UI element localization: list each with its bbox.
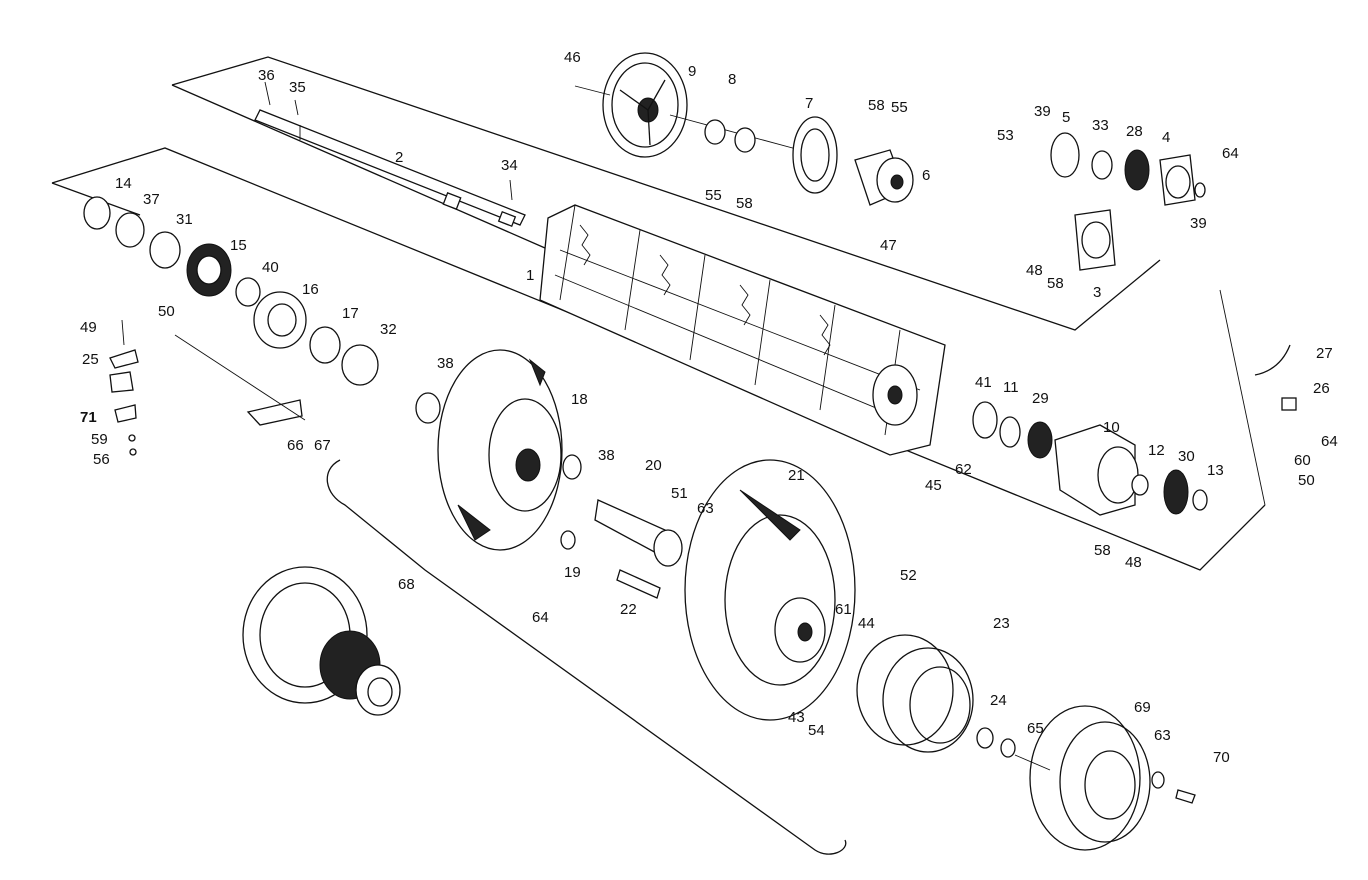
callout-48b: 48	[1125, 554, 1142, 571]
callout-4: 4	[1162, 129, 1170, 146]
callout-47: 47	[880, 237, 897, 254]
callout-58d: 58	[1094, 542, 1111, 559]
small-fasteners	[976, 727, 1196, 804]
callout-46: 46	[564, 49, 581, 66]
callout-28: 28	[1126, 123, 1143, 140]
callout-55b: 55	[705, 187, 722, 204]
right-bearing-group	[1050, 132, 1206, 271]
callout-54: 54	[808, 722, 825, 739]
left-bearing-stack	[83, 196, 441, 424]
callout-19: 19	[564, 564, 581, 581]
callout-20: 20	[645, 457, 662, 474]
callout-16: 16	[302, 281, 319, 298]
callout-14: 14	[115, 175, 132, 192]
callout-36: 36	[258, 67, 275, 84]
callout-11: 11	[1003, 379, 1019, 396]
beater-drum	[539, 204, 946, 456]
callout-56: 56	[93, 451, 110, 468]
callout-44: 44	[858, 615, 875, 632]
callout-1: 1	[526, 267, 534, 284]
pulley-23	[856, 634, 974, 753]
callout-7: 7	[805, 95, 813, 112]
callout-30: 30	[1178, 448, 1195, 465]
callout-34: 34	[501, 157, 518, 174]
callout-labels: 1 2 3 4 5 6 7 8 9 10 11 12 13 14 15 16 1…	[80, 49, 1338, 766]
callout-9: 9	[688, 63, 696, 80]
callout-6: 6	[922, 167, 930, 184]
brackets-left	[109, 319, 306, 456]
callout-5: 5	[1062, 109, 1070, 126]
parts-8-7-6	[704, 116, 914, 206]
callout-12: 12	[1148, 442, 1165, 459]
disc-21	[684, 459, 856, 721]
callout-27: 27	[1316, 345, 1333, 362]
callout-48a: 48	[1026, 262, 1043, 279]
callout-24: 24	[990, 692, 1007, 709]
callout-38a: 38	[437, 355, 454, 372]
callout-50a: 50	[158, 303, 175, 320]
callout-43: 43	[788, 709, 805, 726]
callout-17: 17	[342, 305, 359, 322]
right-housing-group	[972, 344, 1297, 516]
callout-58a: 58	[868, 97, 885, 114]
callout-64c: 64	[532, 609, 549, 626]
callout-26: 26	[1313, 380, 1330, 397]
callout-53: 53	[997, 127, 1014, 144]
callout-66: 66	[287, 437, 304, 454]
callout-62: 62	[955, 461, 972, 478]
callout-2: 2	[395, 149, 403, 166]
main-shaft	[254, 81, 526, 228]
callout-67: 67	[314, 437, 331, 454]
callout-64b: 64	[1321, 433, 1338, 450]
callout-37: 37	[143, 191, 160, 208]
callout-58b: 58	[736, 195, 753, 212]
callout-60: 60	[1294, 452, 1311, 469]
callout-40: 40	[262, 259, 279, 276]
callout-58c: 58	[1047, 275, 1064, 292]
callout-22: 22	[620, 601, 637, 618]
callout-35: 35	[289, 79, 306, 96]
callout-65: 65	[1027, 720, 1044, 737]
callout-18: 18	[571, 391, 588, 408]
pulley-9	[574, 52, 801, 158]
callout-63b: 63	[1154, 727, 1171, 744]
callout-31: 31	[176, 211, 193, 228]
callout-32: 32	[380, 321, 397, 338]
shaft-20	[560, 454, 683, 599]
callout-15: 15	[230, 237, 247, 254]
callout-8: 8	[728, 71, 736, 88]
callout-55a: 55	[891, 99, 908, 116]
callout-33: 33	[1092, 117, 1109, 134]
callout-61: 61	[835, 601, 852, 618]
callout-69: 69	[1134, 699, 1151, 716]
callout-63a: 63	[697, 500, 714, 517]
callout-70: 70	[1213, 749, 1230, 766]
callout-13: 13	[1207, 462, 1224, 479]
callout-23: 23	[993, 615, 1010, 632]
callout-29: 29	[1032, 390, 1049, 407]
callout-39a: 39	[1034, 103, 1051, 120]
callout-3: 3	[1093, 284, 1101, 301]
callout-25: 25	[82, 351, 99, 368]
callout-50b: 50	[1298, 472, 1315, 489]
callout-39b: 39	[1190, 215, 1207, 232]
pulley-69	[1029, 705, 1151, 851]
callout-45: 45	[925, 477, 942, 494]
callout-51: 51	[671, 485, 688, 502]
callout-21: 21	[788, 467, 805, 484]
callout-52: 52	[900, 567, 917, 584]
callout-59: 59	[91, 431, 108, 448]
pulley-68	[242, 566, 401, 716]
callout-71: 71	[80, 409, 97, 426]
callout-38b: 38	[598, 447, 615, 464]
disc-18	[437, 349, 563, 551]
callout-10: 10	[1103, 419, 1120, 436]
callout-68: 68	[398, 576, 415, 593]
callout-41: 41	[975, 374, 992, 391]
callout-64a: 64	[1222, 145, 1239, 162]
callout-49: 49	[80, 319, 97, 336]
